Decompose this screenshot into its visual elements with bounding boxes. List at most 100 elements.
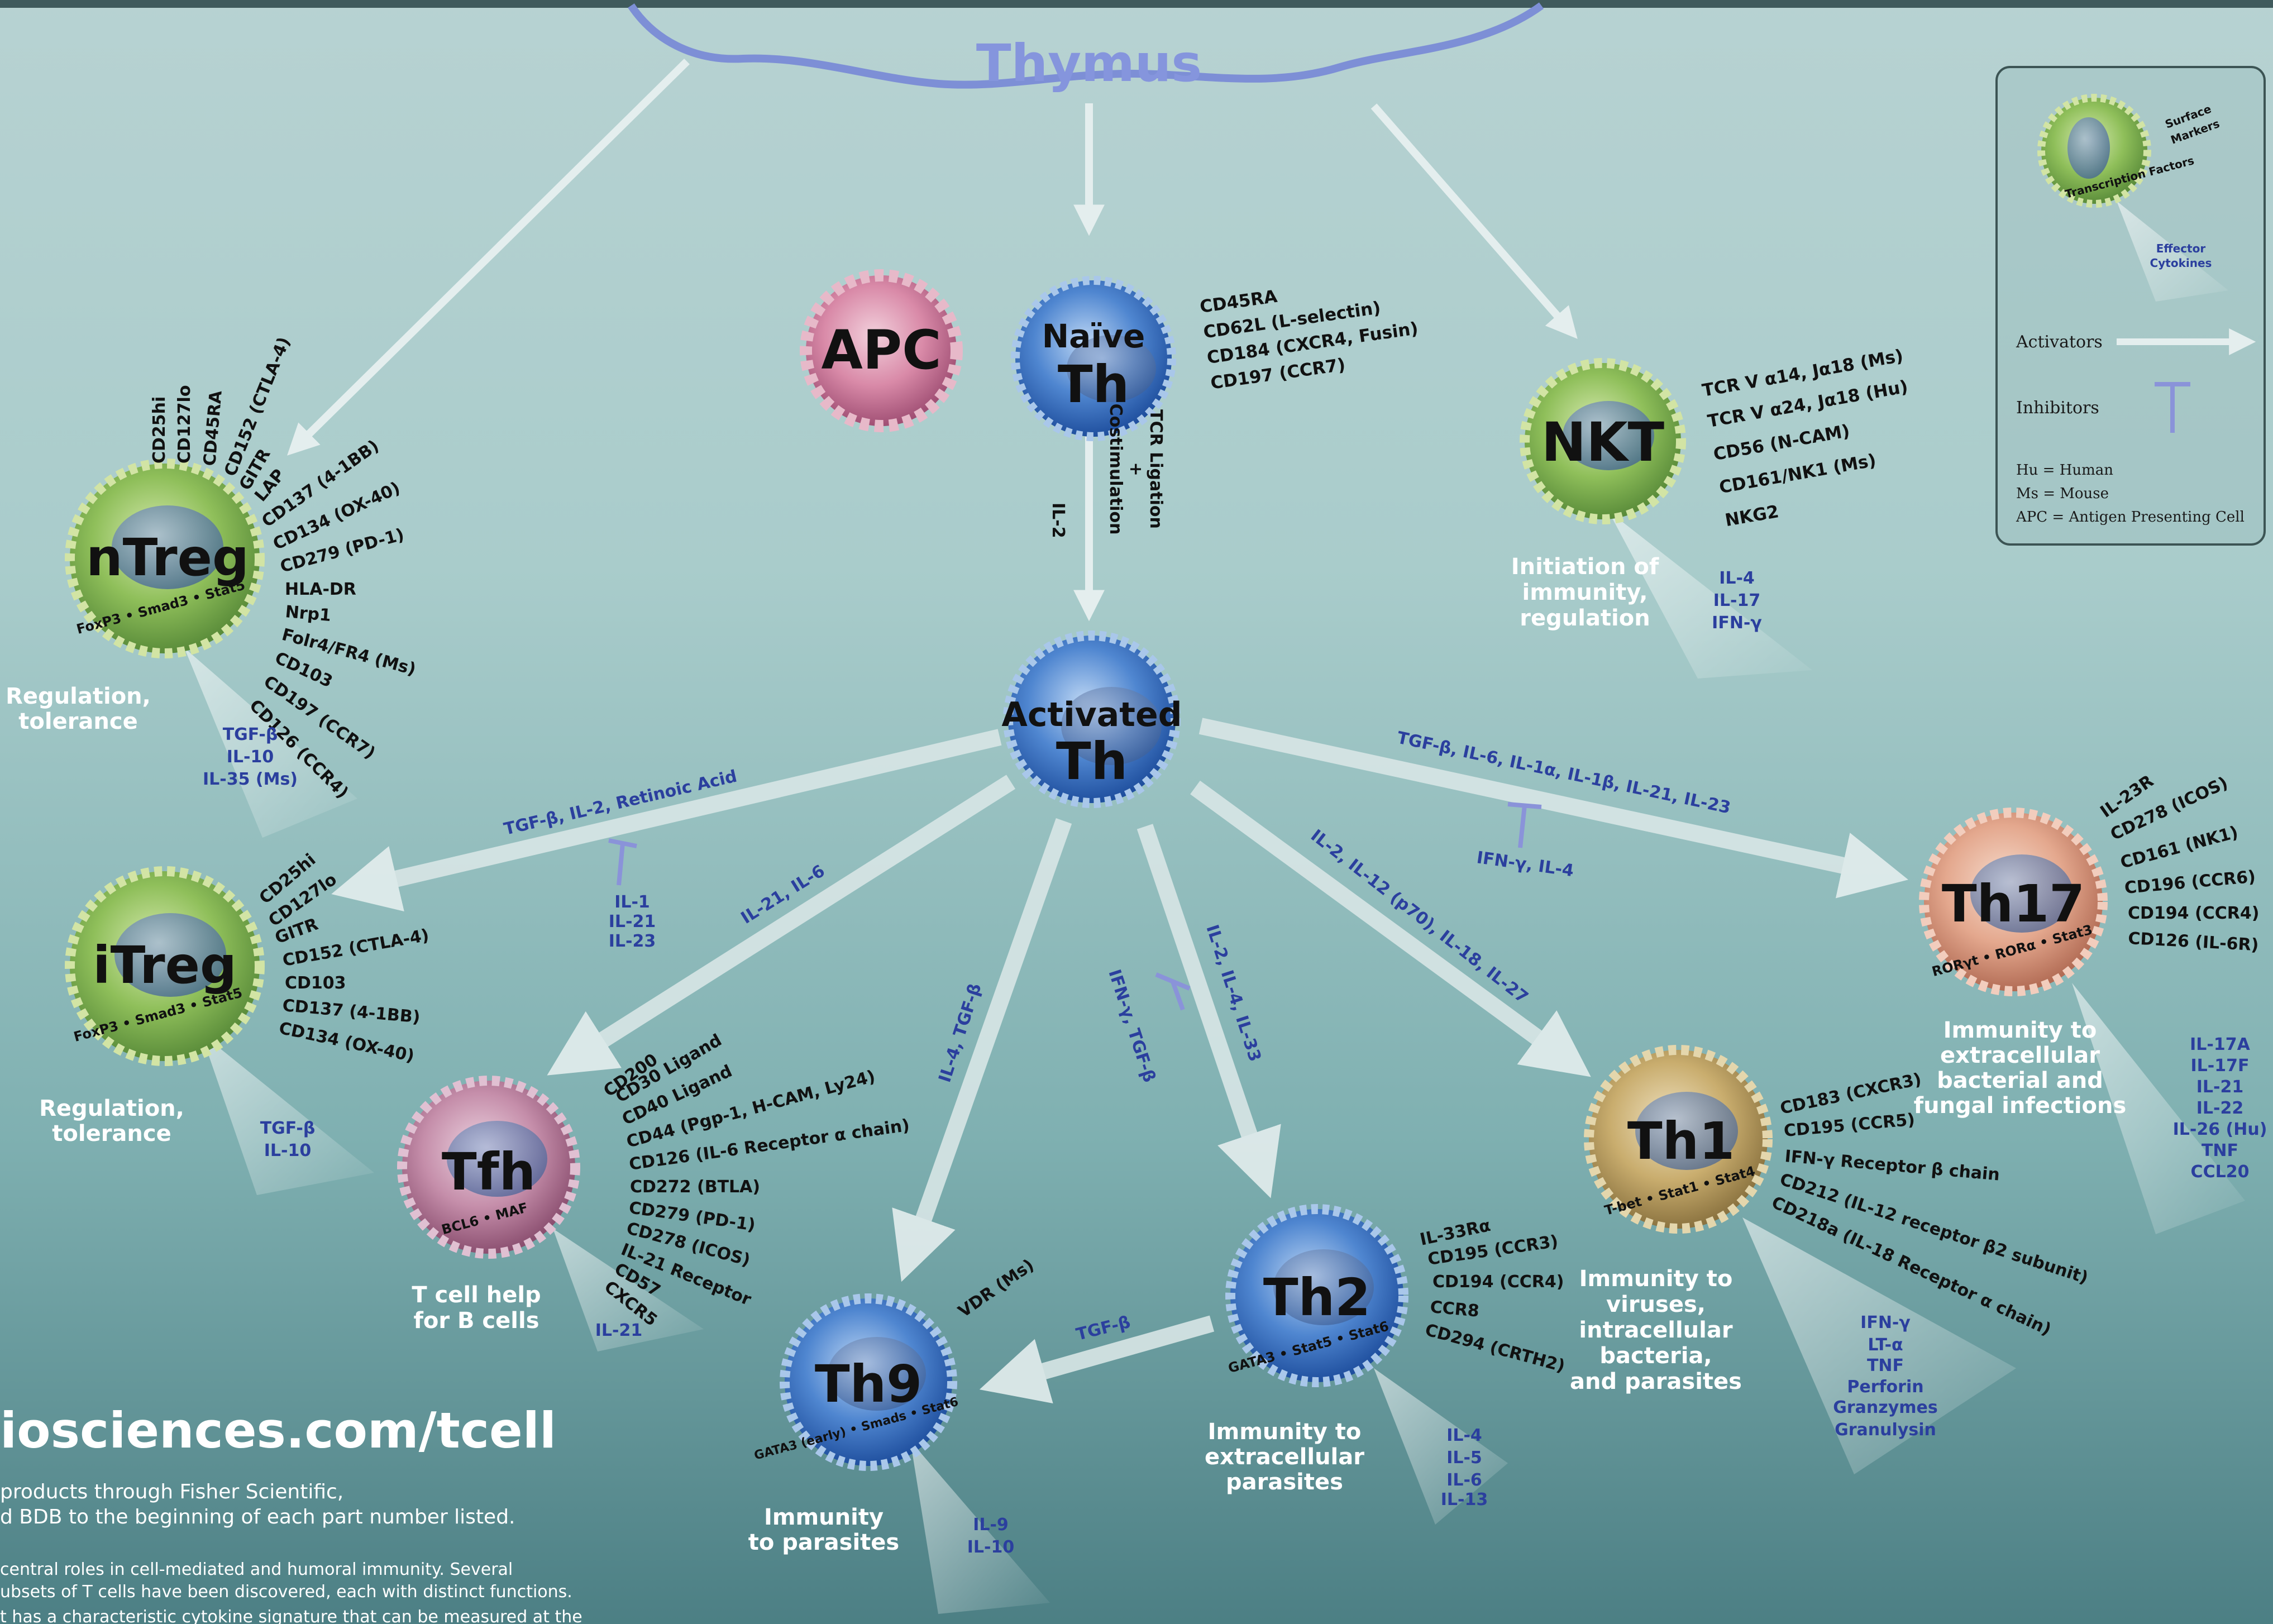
th2-cell: Th2 GATA3 • Stat5 • Stat6 [1225,1204,1508,1525]
th2-function-line: Immunity to [1208,1419,1362,1445]
th2-cytokine: IL-5 [1446,1448,1482,1468]
apc-label: APC [821,319,941,381]
apc-cell: APC [800,269,963,432]
th17-function-line: bacterial and [1937,1068,2103,1093]
th2-cytokine: IL-13 [1441,1490,1488,1510]
th17-function: Immunity to extracellular bacterial and … [1914,1018,2127,1119]
th17-cytokine: IL-22 [2196,1098,2243,1118]
nkt-function-line: Initiation of [1511,554,1659,580]
arrow-act-itreg [331,729,1002,911]
ntreg-marker: CD25hi [150,397,169,464]
ntreg-cell: nTreg FoxP3 • Smad3 • Stat5 [65,458,357,838]
tfh-function-line: T cell help [412,1282,541,1308]
th17-cytokines: IL-17A IL-17F IL-21 IL-22 IL-26 (Hu) TNF… [2173,1035,2267,1182]
itreg-cell: iTreg FoxP3 • Smad3 • Stat5 [65,866,374,1195]
th17-cytokine: IL-17F [2191,1056,2250,1076]
th17-cytokine: CCL20 [2191,1162,2250,1182]
th2-label: Th2 [1263,1268,1371,1327]
th9-function-line: to parasites [748,1530,899,1555]
arrow-act-tfh [547,775,1016,1076]
th17-function-line: extracellular [1940,1043,2100,1068]
th1-cytokine: Granzymes [1833,1398,1938,1417]
legend-abbrev: Hu = Human [2016,462,2113,479]
ntreg-function-line: tolerance [18,709,137,734]
inhibitor-symbols [608,802,1542,1011]
th2-marker: CD194 (CCR4) [1432,1272,1564,1292]
nkt-function-line: regulation [1520,605,1650,631]
th9-label: Th9 [815,1354,922,1414]
th2-cytokine: IL-4 [1446,1426,1482,1445]
ntreg-label: nTreg [86,528,249,587]
ntreg-cytokine: TGF-β [223,725,278,744]
tfh-label: Tfh [442,1142,536,1202]
itreg-function-line: tolerance [52,1121,171,1147]
itreg-inhibitor: IL-1 [614,892,650,912]
th17-cytokine: TNF [2202,1141,2238,1160]
naive-th-cell: Naïve Th [1011,276,1176,441]
th1-function-line: bacteria, [1599,1343,1712,1369]
arrow-th2-th9 [979,1315,1215,1404]
th1-cytokine: Perforin [1847,1377,1923,1397]
th1-cytokine: LT-α [1868,1335,1903,1355]
th2-cytokine: IL-6 [1446,1470,1482,1490]
itreg-cytokines: TGF-β IL-10 [260,1119,316,1160]
legend-abbrev: APC = Antigen Presenting Cell [2016,509,2245,526]
arrow-act-th9 [892,818,1072,1282]
legend-effector-cytokines: Cytokines [2150,256,2212,270]
legend-abbrev: Ms = Mouse [2016,485,2109,502]
th1-cytokines: IFN-γ LT-α TNF Perforin Granzymes Granul… [1833,1313,1938,1440]
nkt-function: Initiation of immunity, regulation [1511,554,1659,631]
th17-cytokine: IL-26 (Hu) [2173,1120,2267,1139]
arrow-act-th1 [1190,780,1591,1077]
itreg-cytokine: TGF-β [260,1119,316,1138]
nkt-cytokine: IL-17 [1713,591,1760,610]
nkt-label: NKT [1541,411,1664,474]
top-bar [0,0,2273,8]
tfh-function: T cell help for B cells [412,1282,541,1334]
thymus-title: Thymus [976,34,1202,93]
inhibitor-th2 [1155,972,1191,1011]
th9-function: Immunity to parasites [748,1504,899,1555]
tcr-line-3: Costimulation [1106,404,1125,535]
itreg-label: iTreg [93,935,237,995]
th2-function: Immunity to extracellular parasites [1205,1419,1364,1495]
footer-line: products through Fisher Scientific, [0,1480,343,1503]
th9-cell: Th9 GATA3 (early) • Smads • Stat6 [753,1293,1050,1614]
activated-th-cell: Activated Th [1001,631,1182,808]
activated-label-1: Activated [1001,695,1182,734]
arrows [287,59,1578,622]
ntreg-cytokines: TGF-β IL-10 IL-35 (Ms) [203,725,298,789]
ntreg-marker: CD127lo [175,385,194,464]
ntreg-marker: HLA-DR [285,580,356,599]
th1-function-line: viruses, [1606,1292,1706,1317]
footer-line: central roles in cell-mediated and humor… [0,1560,513,1579]
tfh-function-line: for B cells [413,1308,539,1334]
tfh-marker: CD272 (BTLA) [630,1177,760,1197]
ntreg-function-line: Regulation, [6,684,151,709]
nkt-cytokine: IL-4 [1719,569,1755,588]
th2-cytokines: IL-4 IL-5 IL-6 IL-13 [1441,1426,1488,1510]
th2-function-line: parasites [1226,1469,1343,1495]
th17-cytokine: IL-17A [2190,1035,2250,1054]
tfh-cell: Tfh BCL6 • MAF [397,1076,704,1351]
th1-cytokine: IFN-γ [1860,1313,1911,1332]
th1-function-line: and parasites [1570,1369,1742,1394]
nkt-function-line: immunity, [1522,580,1648,605]
footer-line: d BDB to the beginning of each part numb… [0,1506,515,1529]
naive-label-2: Th [1058,355,1129,414]
footer-line: t has a characteristic cytokine signatur… [0,1607,582,1624]
legend-activators: Activators [2016,332,2103,352]
tcr-line-1: TCR Ligation [1146,409,1166,529]
naive-label-1: Naïve [1042,317,1145,355]
itreg-inhibitor: IL-23 [609,932,656,951]
itreg-function-line: Regulation, [39,1096,184,1121]
th1-cytokine: Granulysin [1835,1420,1936,1440]
itreg-marker: CD103 [285,973,346,993]
thymus-outline [628,2,1544,89]
arrow-act-th17 [1198,718,1908,899]
th1-label: Th1 [1627,1111,1735,1171]
legend-inhibitor-symbol [2155,382,2190,433]
legend-effector-cytokines: Effector [2156,242,2206,255]
th1-function: Immunity to viruses, intracellular bacte… [1570,1266,1742,1394]
footer-url: iosciences.com/tcell [0,1402,556,1459]
